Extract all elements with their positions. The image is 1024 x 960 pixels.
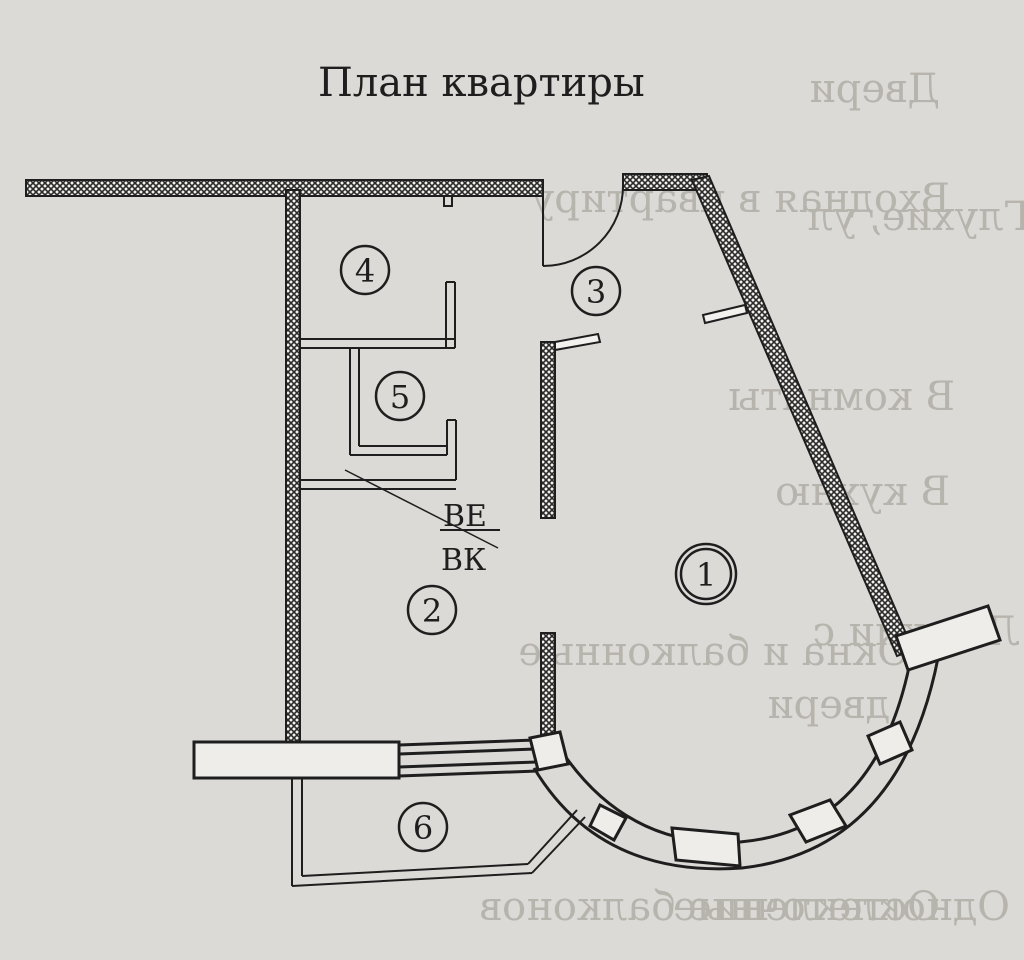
wall-stub <box>443 195 453 207</box>
ghost-text: Глухие, ул <box>807 194 1024 240</box>
ghost-text: Входная в квартиру <box>530 176 950 222</box>
room-1-marker: 1 <box>674 542 738 606</box>
shaft-label-bottom: ВК <box>441 543 486 578</box>
interior-partitions <box>300 281 749 490</box>
partition-wall-vertical <box>540 341 556 519</box>
room-3-label: 3 <box>586 273 606 311</box>
bearing-walls <box>25 173 915 751</box>
ghost-text-layer: Двери Входная в квартиру Глухие, ул В ко… <box>480 66 1024 930</box>
room-2-marker: 2 <box>406 584 458 636</box>
room-5-label: 5 <box>390 378 410 416</box>
bay-pier <box>588 802 629 843</box>
ghost-text: В комнаты <box>728 374 955 420</box>
bay-pier <box>670 826 742 868</box>
room-5-marker: 5 <box>374 370 426 422</box>
ghost-text: Двери <box>809 66 940 112</box>
ghost-text: Остекление балконов <box>480 884 940 930</box>
ghost-text: Окна и балконные <box>518 629 910 675</box>
ghost-text: Одноклеточные <box>673 884 1010 930</box>
room-6-label: 6 <box>413 809 433 847</box>
room-4-marker: 4 <box>339 244 391 296</box>
room-2-label: 2 <box>422 592 442 630</box>
left-window-block <box>192 740 401 780</box>
entrance-door <box>542 185 624 267</box>
top-wall-left <box>25 179 544 197</box>
room-4-label: 4 <box>355 252 375 290</box>
room-1-label: 1 <box>696 556 716 594</box>
window-walls <box>192 604 1002 871</box>
plan-title: План квартиры <box>318 60 645 106</box>
ghost-text: двери <box>767 682 890 728</box>
partition-wall-lower <box>540 632 556 744</box>
room-6-marker: 6 <box>397 801 449 853</box>
ghost-text: В кухню <box>775 469 950 515</box>
shaft-leader-line <box>344 469 499 549</box>
room-3-marker: 3 <box>570 265 622 317</box>
left-vertical-wall <box>285 189 301 751</box>
bay-pier <box>787 798 849 844</box>
room-markers: 4 3 5 1 2 6 <box>339 244 738 853</box>
bay-pier <box>528 730 570 772</box>
loggia-outline <box>291 778 586 887</box>
bay-pier <box>866 720 914 766</box>
right-balcony-block <box>894 604 1002 672</box>
shaft-label-top: ВЕ <box>443 499 487 534</box>
